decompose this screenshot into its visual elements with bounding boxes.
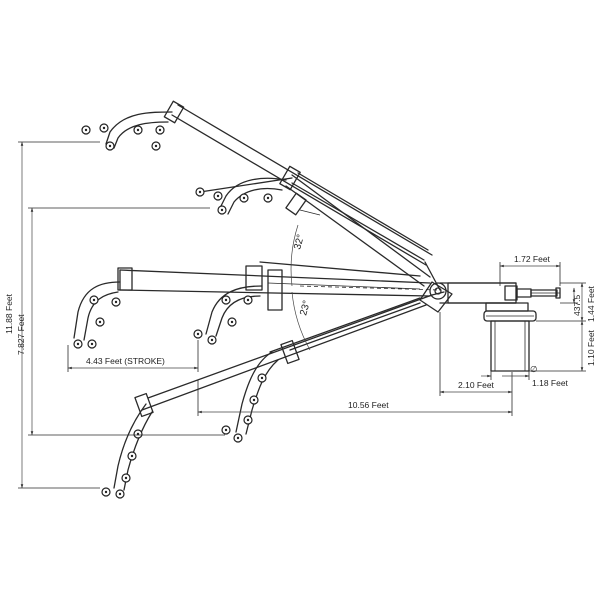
arm-highest	[163, 100, 441, 291]
wheel	[207, 335, 217, 345]
pivot-base	[419, 281, 561, 372]
wheel	[213, 191, 223, 201]
dimension-right-height: 1.44 Feet	[536, 282, 596, 322]
dimension-base-diameter: ∅ 1.18 Feet	[481, 364, 569, 388]
head-middle-right	[193, 285, 263, 345]
wheel	[239, 193, 249, 203]
head-lower-right	[221, 351, 279, 443]
dimension-total-height: 11.88 Feet	[4, 141, 100, 489]
head-upper	[195, 177, 287, 215]
diameter-symbol: ∅	[530, 364, 538, 374]
wheel	[221, 425, 231, 435]
wheel	[127, 451, 137, 461]
dimension-base-offset: 2.10 Feet	[439, 312, 513, 396]
dimension-base-diameter-label: 1.18 Feet	[532, 378, 569, 388]
head-lower-left	[101, 403, 153, 499]
wheel	[133, 429, 143, 439]
dimension-total-height-label: 11.88 Feet	[4, 293, 14, 334]
dimension-top-length: 1.72 Feet	[499, 254, 561, 286]
head-middle-left	[73, 281, 121, 349]
wheel	[217, 205, 227, 215]
wheel	[73, 339, 83, 349]
dimension-reach-label: 10.56 Feet	[348, 400, 389, 410]
wheel	[155, 125, 165, 135]
wheel	[89, 295, 99, 305]
wheel	[193, 329, 203, 339]
dimension-right-height-label: 1.44 Feet	[586, 285, 596, 322]
angle-arcs: 32° 23°	[290, 224, 441, 351]
angle-lower-label: 23°	[298, 299, 313, 316]
wheel	[81, 125, 91, 135]
wheel	[111, 297, 121, 307]
wheel	[227, 317, 237, 327]
wheel	[95, 317, 105, 327]
wheel	[101, 487, 111, 497]
wheel	[87, 339, 97, 349]
wheel	[99, 123, 109, 133]
wheel	[133, 125, 143, 135]
dimension-reach: 10.56 Feet	[197, 372, 513, 416]
dimension-right-small: 437.5	[560, 287, 582, 316]
wheel	[151, 141, 161, 151]
arm-upper	[199, 174, 431, 287]
dimension-base-offset-label: 2.10 Feet	[458, 380, 495, 390]
dimension-top-length-label: 1.72 Feet	[514, 254, 551, 264]
dimension-stroke-label: 4.43 Feet (STROKE)	[86, 356, 165, 366]
dimension-right-small-label: 437.5	[572, 294, 582, 316]
wheel	[105, 141, 115, 151]
wheel	[121, 473, 131, 483]
head-top	[81, 111, 173, 151]
dimension-base-height-label: 1.10 Feet	[586, 329, 596, 366]
wheel	[257, 373, 267, 383]
wheel	[221, 295, 231, 305]
wheel	[195, 187, 205, 197]
dimension-mid-height: 7.827 Feet	[16, 207, 225, 436]
dimension-mid-height-label: 7.827 Feet	[16, 314, 26, 355]
arm-lower	[134, 291, 445, 418]
dimension-base-height: 1.10 Feet	[529, 320, 596, 372]
wheel	[243, 295, 253, 305]
dimension-stroke: 4.43 Feet (STROKE)	[67, 340, 199, 372]
wheel	[233, 433, 243, 443]
angle-upper-label: 32°	[292, 233, 307, 250]
wheel	[249, 395, 259, 405]
wheel	[115, 489, 125, 499]
wheel	[243, 415, 253, 425]
arm-horizontal	[117, 261, 431, 311]
wheel	[263, 193, 273, 203]
